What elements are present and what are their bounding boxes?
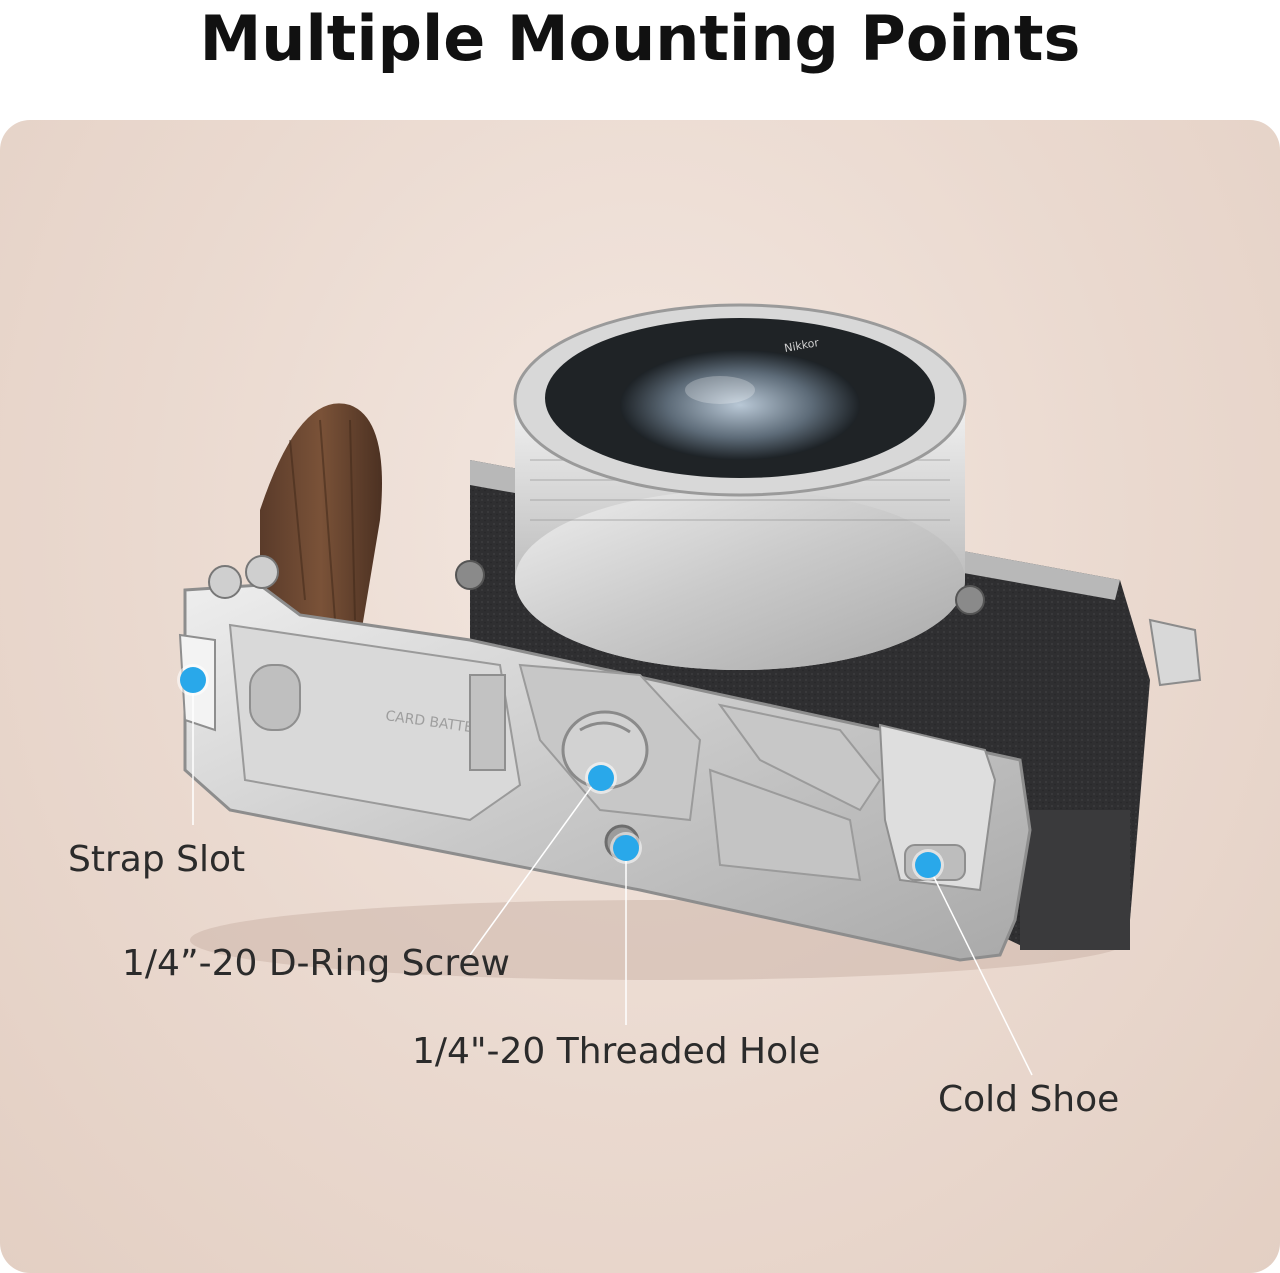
plate-cutout-2	[717, 703, 882, 812]
threaded-hole-label: 1/4"-20 Threaded Hole	[412, 1031, 821, 1072]
strap-lug-right	[1148, 618, 1202, 687]
side-port-cover	[1020, 810, 1130, 950]
hex-screw-1	[208, 565, 242, 599]
battery-latch	[249, 664, 301, 731]
d-ring-screw-label: 1/4”-20 D-Ring Screw	[122, 943, 510, 984]
page-title: Multiple Mounting Points	[199, 2, 1081, 75]
lens-glass	[620, 350, 860, 460]
lens-screw-right	[955, 585, 985, 615]
strap-slot-marker	[180, 667, 206, 693]
hex-screw-2	[245, 555, 279, 589]
d-ring-screw-marker	[588, 765, 614, 791]
threaded-hole-marker	[613, 835, 639, 861]
leader-cold-shoe	[927, 864, 1033, 1076]
strap-slot-label: Strap Slot	[68, 839, 246, 880]
leader-lines	[192, 680, 1033, 1076]
lens-brand-text: Nikkor	[783, 336, 820, 355]
cold-shoe-label: Cold Shoe	[938, 1079, 1120, 1120]
leader-d-ring	[469, 777, 599, 956]
hinge-slot	[469, 674, 506, 771]
product-panel: Nikkor CARD BATTERY	[0, 120, 1280, 1273]
plate-cutout-3	[708, 768, 862, 882]
lens-screw-left	[455, 560, 485, 590]
battery-door	[228, 623, 522, 822]
cold-shoe-marker	[915, 852, 941, 878]
